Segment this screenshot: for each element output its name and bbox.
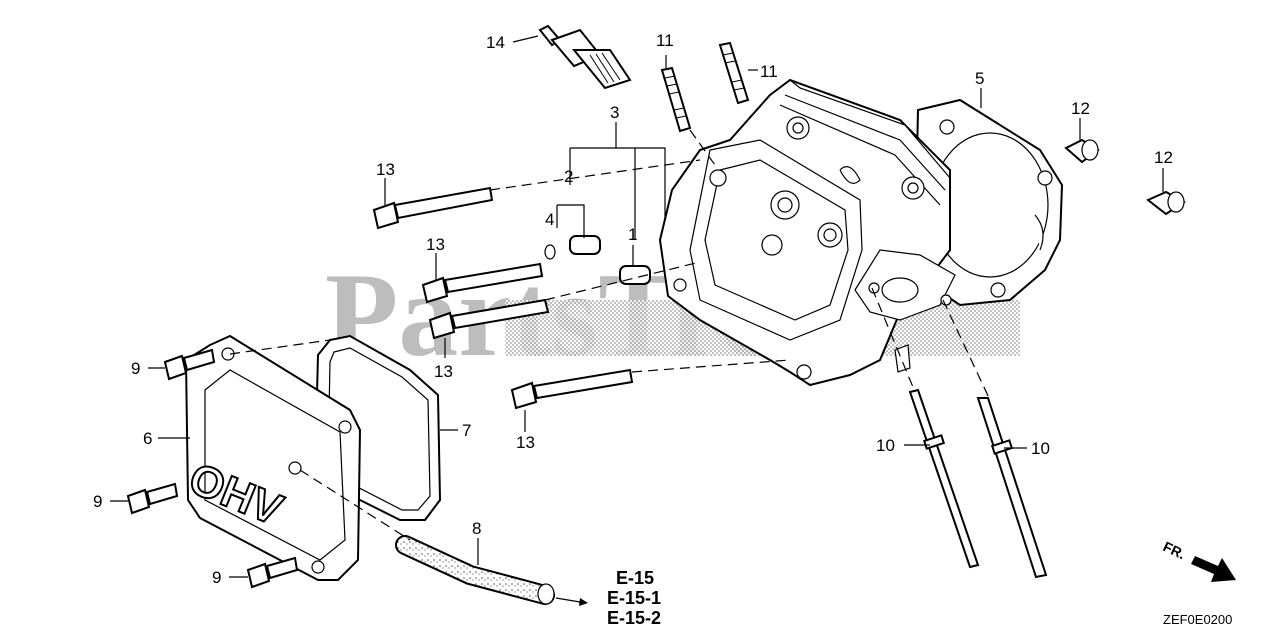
callout-11-left: 11 [656, 31, 674, 50]
callout-11-right: 11 [760, 62, 778, 81]
callout-1: 1 [628, 225, 637, 244]
callout-2: 2 [564, 167, 573, 186]
callout-13-b: 13 [426, 235, 445, 254]
callout-6: 6 [143, 429, 152, 448]
cover-bolt-c [246, 556, 299, 589]
callout-9-c: 9 [212, 568, 221, 587]
stud-bolt-right [718, 41, 750, 105]
dowel-pin-a [1064, 138, 1100, 164]
head-gasket [913, 98, 1064, 307]
dowel-pin-b [1146, 190, 1186, 216]
reference-e15-1: E-15-1 [607, 588, 661, 608]
stud-bolt-left [660, 66, 692, 133]
callout-14: 14 [486, 33, 505, 52]
callouts: 14 11 11 5 12 12 3 2 4 1 13 13 13 13 9 9… [93, 31, 1173, 587]
callout-9-b: 9 [93, 492, 102, 511]
reference-codes: E-15 E-15-1 E-15-2 [607, 568, 661, 628]
callout-13-a: 13 [376, 160, 395, 179]
leader-lines [110, 35, 1164, 606]
front-indicator: FR. [1161, 538, 1236, 582]
cylinder-head [658, 78, 956, 387]
breather-tube [395, 535, 555, 605]
spark-plug [538, 24, 632, 90]
cover-bolt-a [163, 348, 216, 381]
callout-9-a: 9 [131, 359, 140, 378]
callout-10-b: 10 [1031, 439, 1050, 458]
callout-12-a: 12 [1071, 99, 1090, 118]
front-label: FR. [1161, 538, 1188, 562]
callout-12-b: 12 [1154, 148, 1173, 167]
flange-bolt-c [428, 298, 550, 340]
long-stud-a [908, 388, 980, 569]
callout-4: 4 [545, 210, 554, 229]
callout-13-d: 13 [516, 433, 535, 452]
callout-3: 3 [610, 103, 619, 122]
cover-bolt-b [126, 482, 179, 515]
o-ring [544, 244, 556, 260]
flange-bolt-b [421, 262, 544, 304]
callout-8: 8 [472, 519, 481, 538]
callout-7: 7 [462, 421, 471, 440]
callout-13-c: 13 [434, 362, 453, 381]
callout-10-a: 10 [876, 436, 895, 455]
collar-2 [569, 235, 601, 255]
diagram-code: ZEF0E0200 [1163, 612, 1232, 627]
reference-e15-2: E-15-2 [607, 608, 661, 628]
flange-bolt-a [372, 186, 494, 230]
rocker-cover: OHV [181, 334, 362, 581]
long-stud-b [976, 397, 1048, 579]
callout-5: 5 [975, 69, 984, 88]
front-arrow-icon [1191, 556, 1236, 582]
reference-e15: E-15 [616, 568, 654, 588]
flange-bolt-d [510, 368, 634, 410]
